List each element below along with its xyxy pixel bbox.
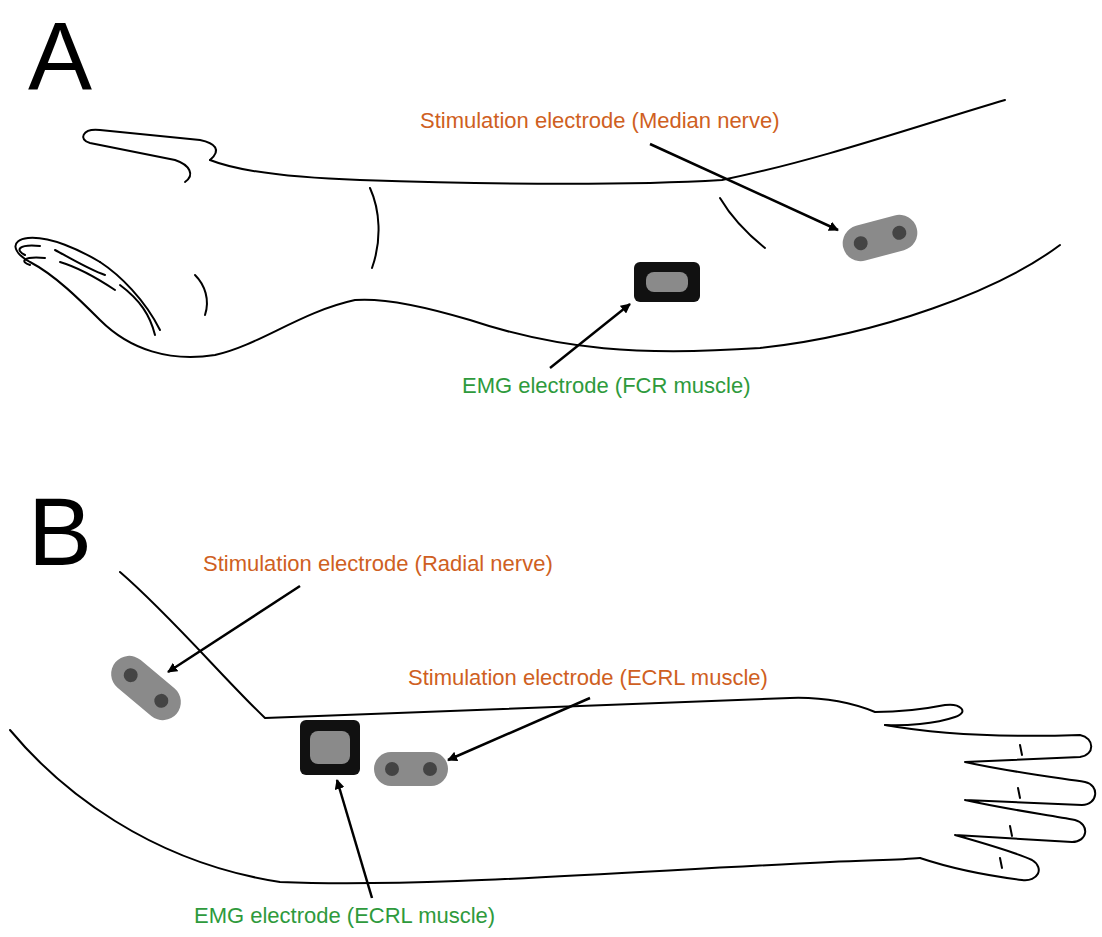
arm-outline [210,100,1005,184]
electrode-label: Stimulation electrode (Median nerve) [420,108,780,133]
elbow-crease [720,198,765,248]
stim-electrode [374,752,448,786]
finger-lines [20,246,115,290]
panel-letter: B [28,484,92,580]
thumb-outline [83,130,216,182]
emg-electrode [300,720,360,775]
palm-lines [100,262,160,335]
electrode-label: Stimulation electrode (Radial nerve) [203,551,553,576]
emg-electrode [634,262,700,302]
stim-electrode [839,211,922,265]
arm-outline [120,572,962,725]
wrist-crease [370,188,379,268]
leader-arrow [650,144,838,230]
leader-arrow [337,780,372,898]
electrode-label: EMG electrode (ECRL muscle) [194,903,495,928]
leader-arrow [448,698,590,760]
palm-crease [195,275,207,315]
electrode-label: EMG electrode (FCR muscle) [462,373,751,398]
hand-outline [885,725,1095,880]
electrode-label: Stimulation electrode (ECRL muscle) [408,665,768,690]
arm-outline [15,238,1060,357]
stim-electrode [104,648,188,727]
leader-arrow [168,586,300,672]
leader-arrow [550,304,630,368]
fingernail-lines [1000,745,1022,868]
panel-letter: A [28,8,92,104]
